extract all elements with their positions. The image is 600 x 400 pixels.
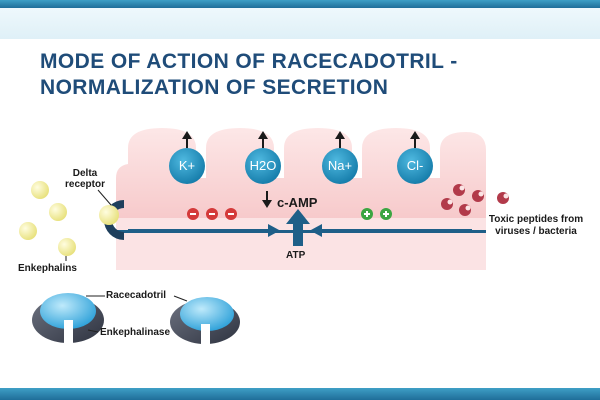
ion-circles (169, 148, 433, 184)
h2o-ion-circle (245, 148, 281, 184)
cl-ion-circle (397, 148, 433, 184)
label-leader-lines (65, 189, 188, 333)
na-ion-label: Na+ (327, 158, 353, 173)
enkephalin-molecules (19, 181, 119, 256)
left-signal-arrow (128, 224, 280, 237)
title-line-1: MODE OF ACTION OF RACECADOTRIL - (40, 50, 458, 73)
positive-signs (361, 208, 392, 220)
enkephalins-label: Enkephalins (18, 263, 77, 274)
k-ion-circle (169, 148, 205, 184)
bottom-bar (0, 388, 600, 400)
camp-down-arrow (262, 191, 272, 208)
k-ion-label: K+ (178, 158, 196, 173)
racecadotril-complex-left (32, 293, 104, 344)
camp-label: c-AMP (277, 195, 318, 210)
ion-secretion-arrows (182, 131, 420, 148)
racecadotril-label: Racecadotril (106, 290, 167, 301)
h2o-ion-label: H2O (249, 158, 277, 173)
top-band (0, 8, 600, 39)
enkephalinase-label: Enkephalinase (100, 327, 171, 338)
na-ion-circle (322, 148, 358, 184)
atp-up-arrow (286, 209, 310, 246)
cl-ion-label: Cl- (406, 158, 424, 173)
title-line-2: NORMALIZATION OF SECRETION (40, 76, 389, 99)
right-signal-arrow (310, 224, 472, 237)
delta-receptor-label: Delta receptor (64, 168, 105, 190)
toxic-peptide-notches (447, 185, 509, 211)
negative-signs (187, 208, 237, 220)
top-bar (0, 0, 600, 8)
atp-label: ATP (286, 250, 306, 261)
toxic-peptides-label: Toxic peptides from viruses / bacteria (488, 214, 584, 237)
racecadotril-complex-right (170, 297, 240, 344)
